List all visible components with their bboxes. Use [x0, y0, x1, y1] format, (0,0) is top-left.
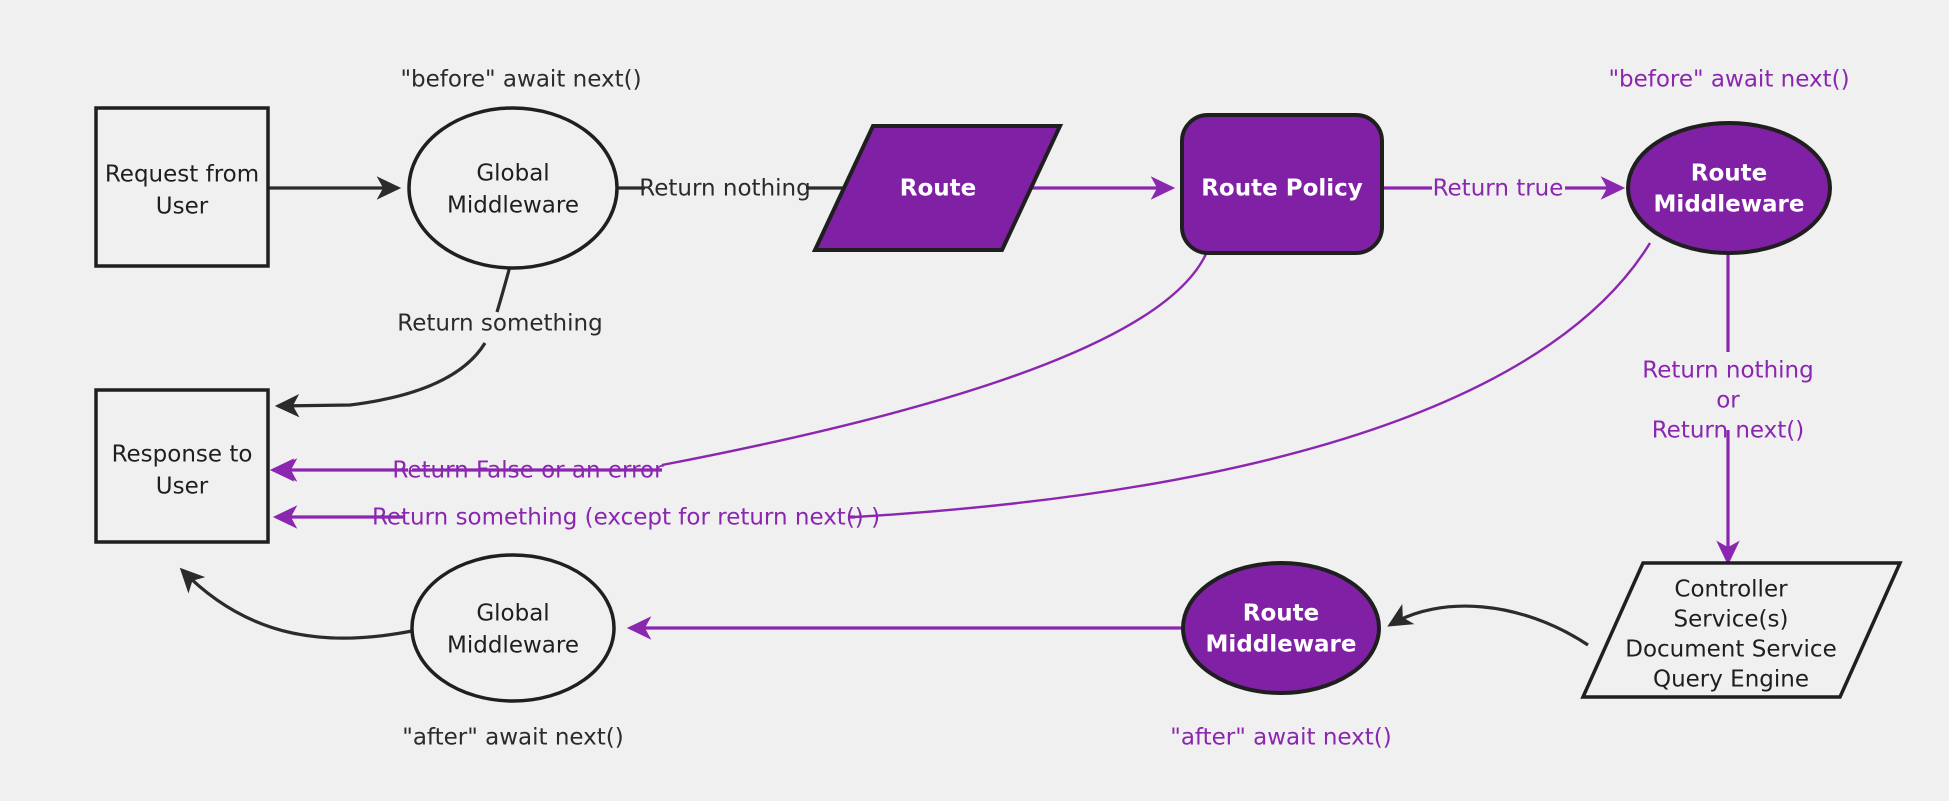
- edge-label-return-nothing-line: Return nothing: [1642, 358, 1813, 384]
- edge-global-middleware-to-route: Return nothing: [616, 176, 872, 202]
- node-route-policy-label: Route Policy: [1201, 176, 1363, 202]
- node-request-from-user[interactable]: Request from User: [94, 106, 270, 268]
- node-request-from-user-line2: User: [156, 194, 209, 220]
- node-response-to-user[interactable]: Response to User: [94, 388, 270, 544]
- node-route-policy[interactable]: Route Policy: [1180, 113, 1384, 255]
- node-global-middleware-top-line1: Global: [476, 161, 549, 187]
- edge-label-return-nothing: Return nothing: [639, 176, 810, 202]
- node-route-middleware-bottom-line2: Middleware: [1206, 632, 1357, 658]
- edge-global-middleware-to-response: Return something: [274, 258, 603, 418]
- node-global-middleware-bottom-line2: Middleware: [447, 633, 579, 659]
- node-global-middleware-top[interactable]: Global Middleware "before" await next(): [400, 67, 642, 270]
- node-controller-stack-line1: Controller: [1674, 577, 1788, 603]
- edge-label-or-line: or: [1716, 388, 1740, 414]
- node-route-middleware-bottom[interactable]: Route Middleware "after" await next(): [1170, 561, 1392, 751]
- edge-label-return-something-except-next: Return something (except for return next…: [372, 505, 880, 531]
- edge-label-return-true: Return true: [1433, 176, 1564, 202]
- node-route-middleware-top-line2: Middleware: [1654, 192, 1805, 218]
- node-response-to-user-line1: Response to: [112, 442, 253, 468]
- node-route-middleware-bottom-line1: Route: [1243, 601, 1319, 627]
- node-route-middleware-top-line1: Route: [1691, 161, 1767, 187]
- edge-label-return-false-or-error: Return False or an error: [392, 458, 664, 484]
- annotation-before-await-next-global: "before" await next(): [400, 67, 641, 93]
- node-request-from-user-line1: Request from: [105, 162, 259, 188]
- edge-global-middleware-bottom-to-response: [179, 567, 418, 640]
- node-response-to-user-line2: User: [156, 474, 209, 500]
- node-controller-stack[interactable]: Controller Service(s) Document Service Q…: [1580, 561, 1903, 699]
- node-controller-stack-line3: Document Service: [1625, 637, 1836, 663]
- edge-route-middleware-to-controller: Return nothing or Return next(): [1642, 240, 1814, 566]
- edge-route-policy-to-response-false: Return False or an error: [269, 253, 1208, 484]
- node-controller-stack-line4: Query Engine: [1653, 667, 1809, 693]
- node-route-label: Route: [900, 176, 976, 202]
- node-route[interactable]: Route: [811, 124, 1064, 252]
- edge-controller-to-route-middleware-bottom: [1387, 603, 1589, 647]
- node-global-middleware-bottom-line1: Global: [476, 601, 549, 627]
- node-global-middleware-bottom[interactable]: Global Middleware "after" await next(): [402, 553, 624, 751]
- node-global-middleware-top-line2: Middleware: [447, 193, 579, 219]
- node-controller-stack-line2: Service(s): [1674, 607, 1789, 633]
- edge-label-return-something: Return something: [397, 311, 602, 337]
- annotation-after-await-next-global: "after" await next(): [402, 725, 624, 751]
- annotation-before-await-next-route: "before" await next(): [1608, 67, 1849, 93]
- node-route-middleware-top[interactable]: Route Middleware "before" await next(): [1608, 67, 1850, 255]
- edge-label-return-next-line: Return next(): [1652, 418, 1805, 444]
- edge-route-policy-to-route-middleware: Return true: [1384, 176, 1626, 202]
- annotation-after-await-next-route: "after" await next(): [1170, 725, 1392, 751]
- edge-route-middleware-to-response-something: Return something (except for return next…: [272, 242, 1652, 534]
